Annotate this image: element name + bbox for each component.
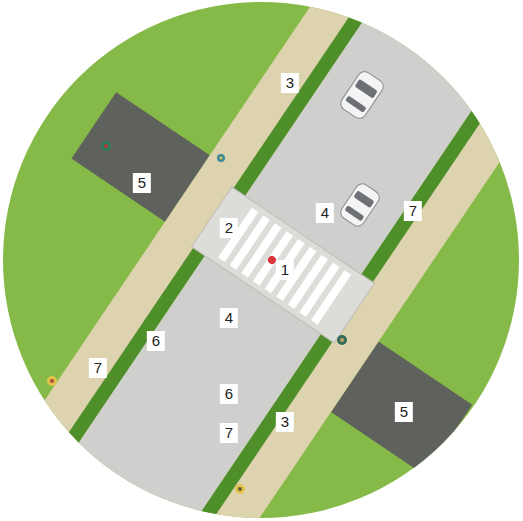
stripe	[311, 270, 351, 324]
zebra-stripes	[218, 208, 351, 325]
callout-number: 7	[89, 358, 107, 378]
car	[338, 181, 382, 229]
people	[47, 141, 347, 494]
raised-crossing	[192, 187, 375, 343]
callout-number: 6	[220, 384, 238, 404]
callout-number: 3	[276, 412, 294, 432]
callout-number: 1	[276, 260, 294, 280]
callout-number: 2	[220, 218, 238, 238]
callout-number: 6	[147, 331, 165, 351]
callout-number: 7	[404, 201, 422, 221]
callout-number: 5	[133, 173, 151, 193]
car	[338, 69, 386, 121]
callout-number: 4	[220, 308, 238, 328]
callout-number: 5	[395, 402, 413, 422]
callout-number: 7	[220, 423, 238, 443]
callout-number: 3	[281, 73, 299, 93]
callout-number: 4	[316, 203, 334, 223]
